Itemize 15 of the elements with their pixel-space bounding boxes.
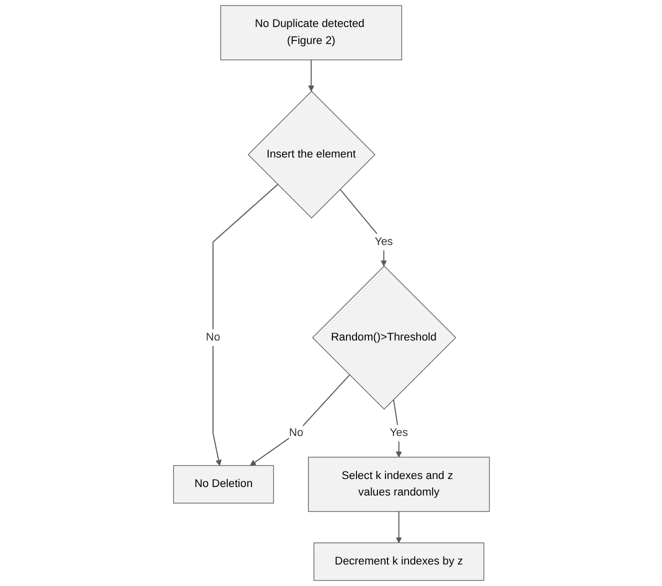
node-box: Select k indexes and z values randomly [308, 456, 490, 512]
arrow [339, 188, 386, 266]
node-diamond: Insert the element [247, 90, 375, 218]
arrow [212, 184, 278, 466]
node-diamond: Random()>Threshold [312, 266, 456, 410]
node-box: No Deletion [172, 465, 274, 504]
arrow [249, 374, 350, 466]
edge-label: Yes [374, 236, 392, 248]
arrow [308, 60, 314, 92]
edge-label: No [288, 426, 303, 439]
arrow [395, 512, 402, 544]
node-box: Decrement k indexes by z [313, 542, 484, 581]
edge-label: Yes [389, 426, 408, 439]
node-box: No Duplicate detected (Figure 2) [220, 5, 402, 60]
edge-label: No [205, 331, 220, 344]
